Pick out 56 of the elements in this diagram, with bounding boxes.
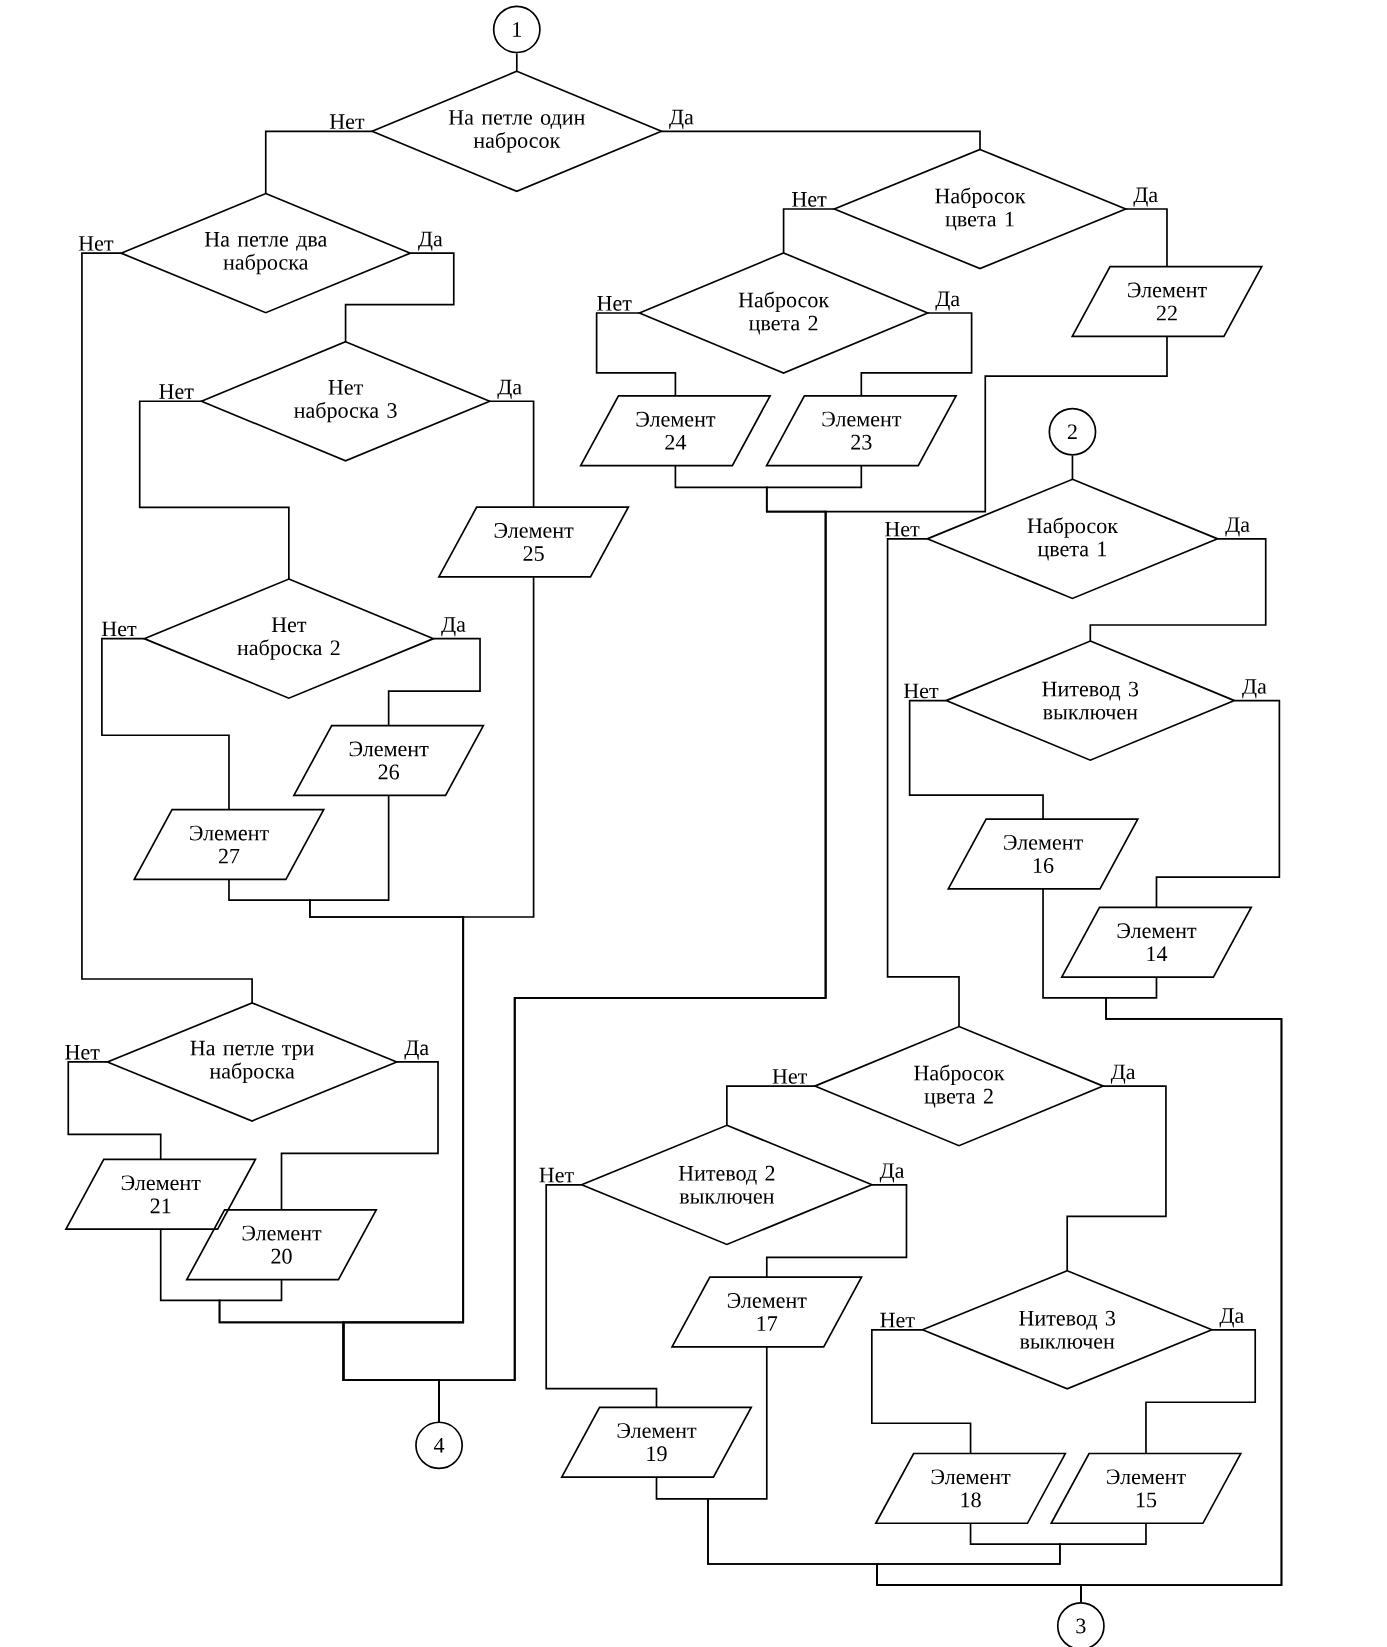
flow-line (81, 252, 254, 1004)
flow-line (1066, 1085, 1167, 1272)
flow-line (516, 52, 518, 73)
branch-label: Да (1225, 517, 1250, 537)
branch-label: Нет (792, 192, 827, 207)
flow-line (265, 130, 374, 195)
branch-label: Нет (880, 1312, 915, 1328)
flow-line (871, 1328, 972, 1455)
branch-label: Нет (102, 621, 137, 637)
branch-label: Да (1219, 1308, 1245, 1328)
flow-line (218, 1278, 441, 1423)
branch-label: Да (1242, 679, 1267, 699)
branch-label: Да (404, 1040, 430, 1060)
branch-label: Да (669, 109, 694, 129)
flow-line (876, 1522, 1148, 1603)
flow-line (101, 637, 231, 811)
flow-line (1145, 1328, 1257, 1455)
branch-label: Нет (904, 683, 939, 699)
flow-line (388, 637, 482, 727)
branch-label: Да (1111, 1064, 1136, 1084)
flow-line (766, 1184, 908, 1278)
branch-label: Да (418, 231, 443, 251)
branch-label: Да (441, 617, 466, 637)
flow-line (909, 699, 1045, 820)
flow-line (280, 1061, 440, 1211)
flow-line (1125, 208, 1169, 268)
branch-label: Нет (885, 521, 920, 537)
flow-line (860, 312, 973, 397)
branch-label: Нет (79, 236, 114, 251)
output-parallelogram: Элемент 27 (133, 808, 326, 881)
output-parallelogram: Элемент 22 (1071, 265, 1264, 338)
flow-line (545, 1184, 658, 1409)
flow-line (1071, 454, 1074, 481)
branch-label: Да (935, 291, 961, 311)
flow-line (489, 400, 535, 508)
flow-line (1155, 699, 1281, 909)
flow-line (1089, 538, 1267, 642)
flow-line (139, 400, 290, 580)
branch-label: Нет (65, 1044, 100, 1060)
branch-label: Нет (159, 384, 194, 399)
output-parallelogram: Элемент 16 (947, 818, 1140, 890)
branch-label: Нет (330, 114, 365, 129)
flow-line (783, 208, 836, 254)
flow-line (726, 1085, 816, 1127)
branch-label: Да (880, 1163, 905, 1183)
branch-label: Да (497, 379, 523, 399)
branch-label: Да (1133, 187, 1159, 207)
flow-line (887, 538, 961, 1028)
flow-line (660, 130, 982, 151)
output-parallelogram: Элемент 15 (1050, 1452, 1243, 1525)
branch-label: Нет (539, 1167, 575, 1183)
flow-line (345, 252, 455, 343)
branch-label: Нет (597, 296, 632, 311)
flow-line (67, 1061, 162, 1161)
branch-label: Нет (772, 1069, 808, 1084)
flow-line (596, 312, 677, 397)
